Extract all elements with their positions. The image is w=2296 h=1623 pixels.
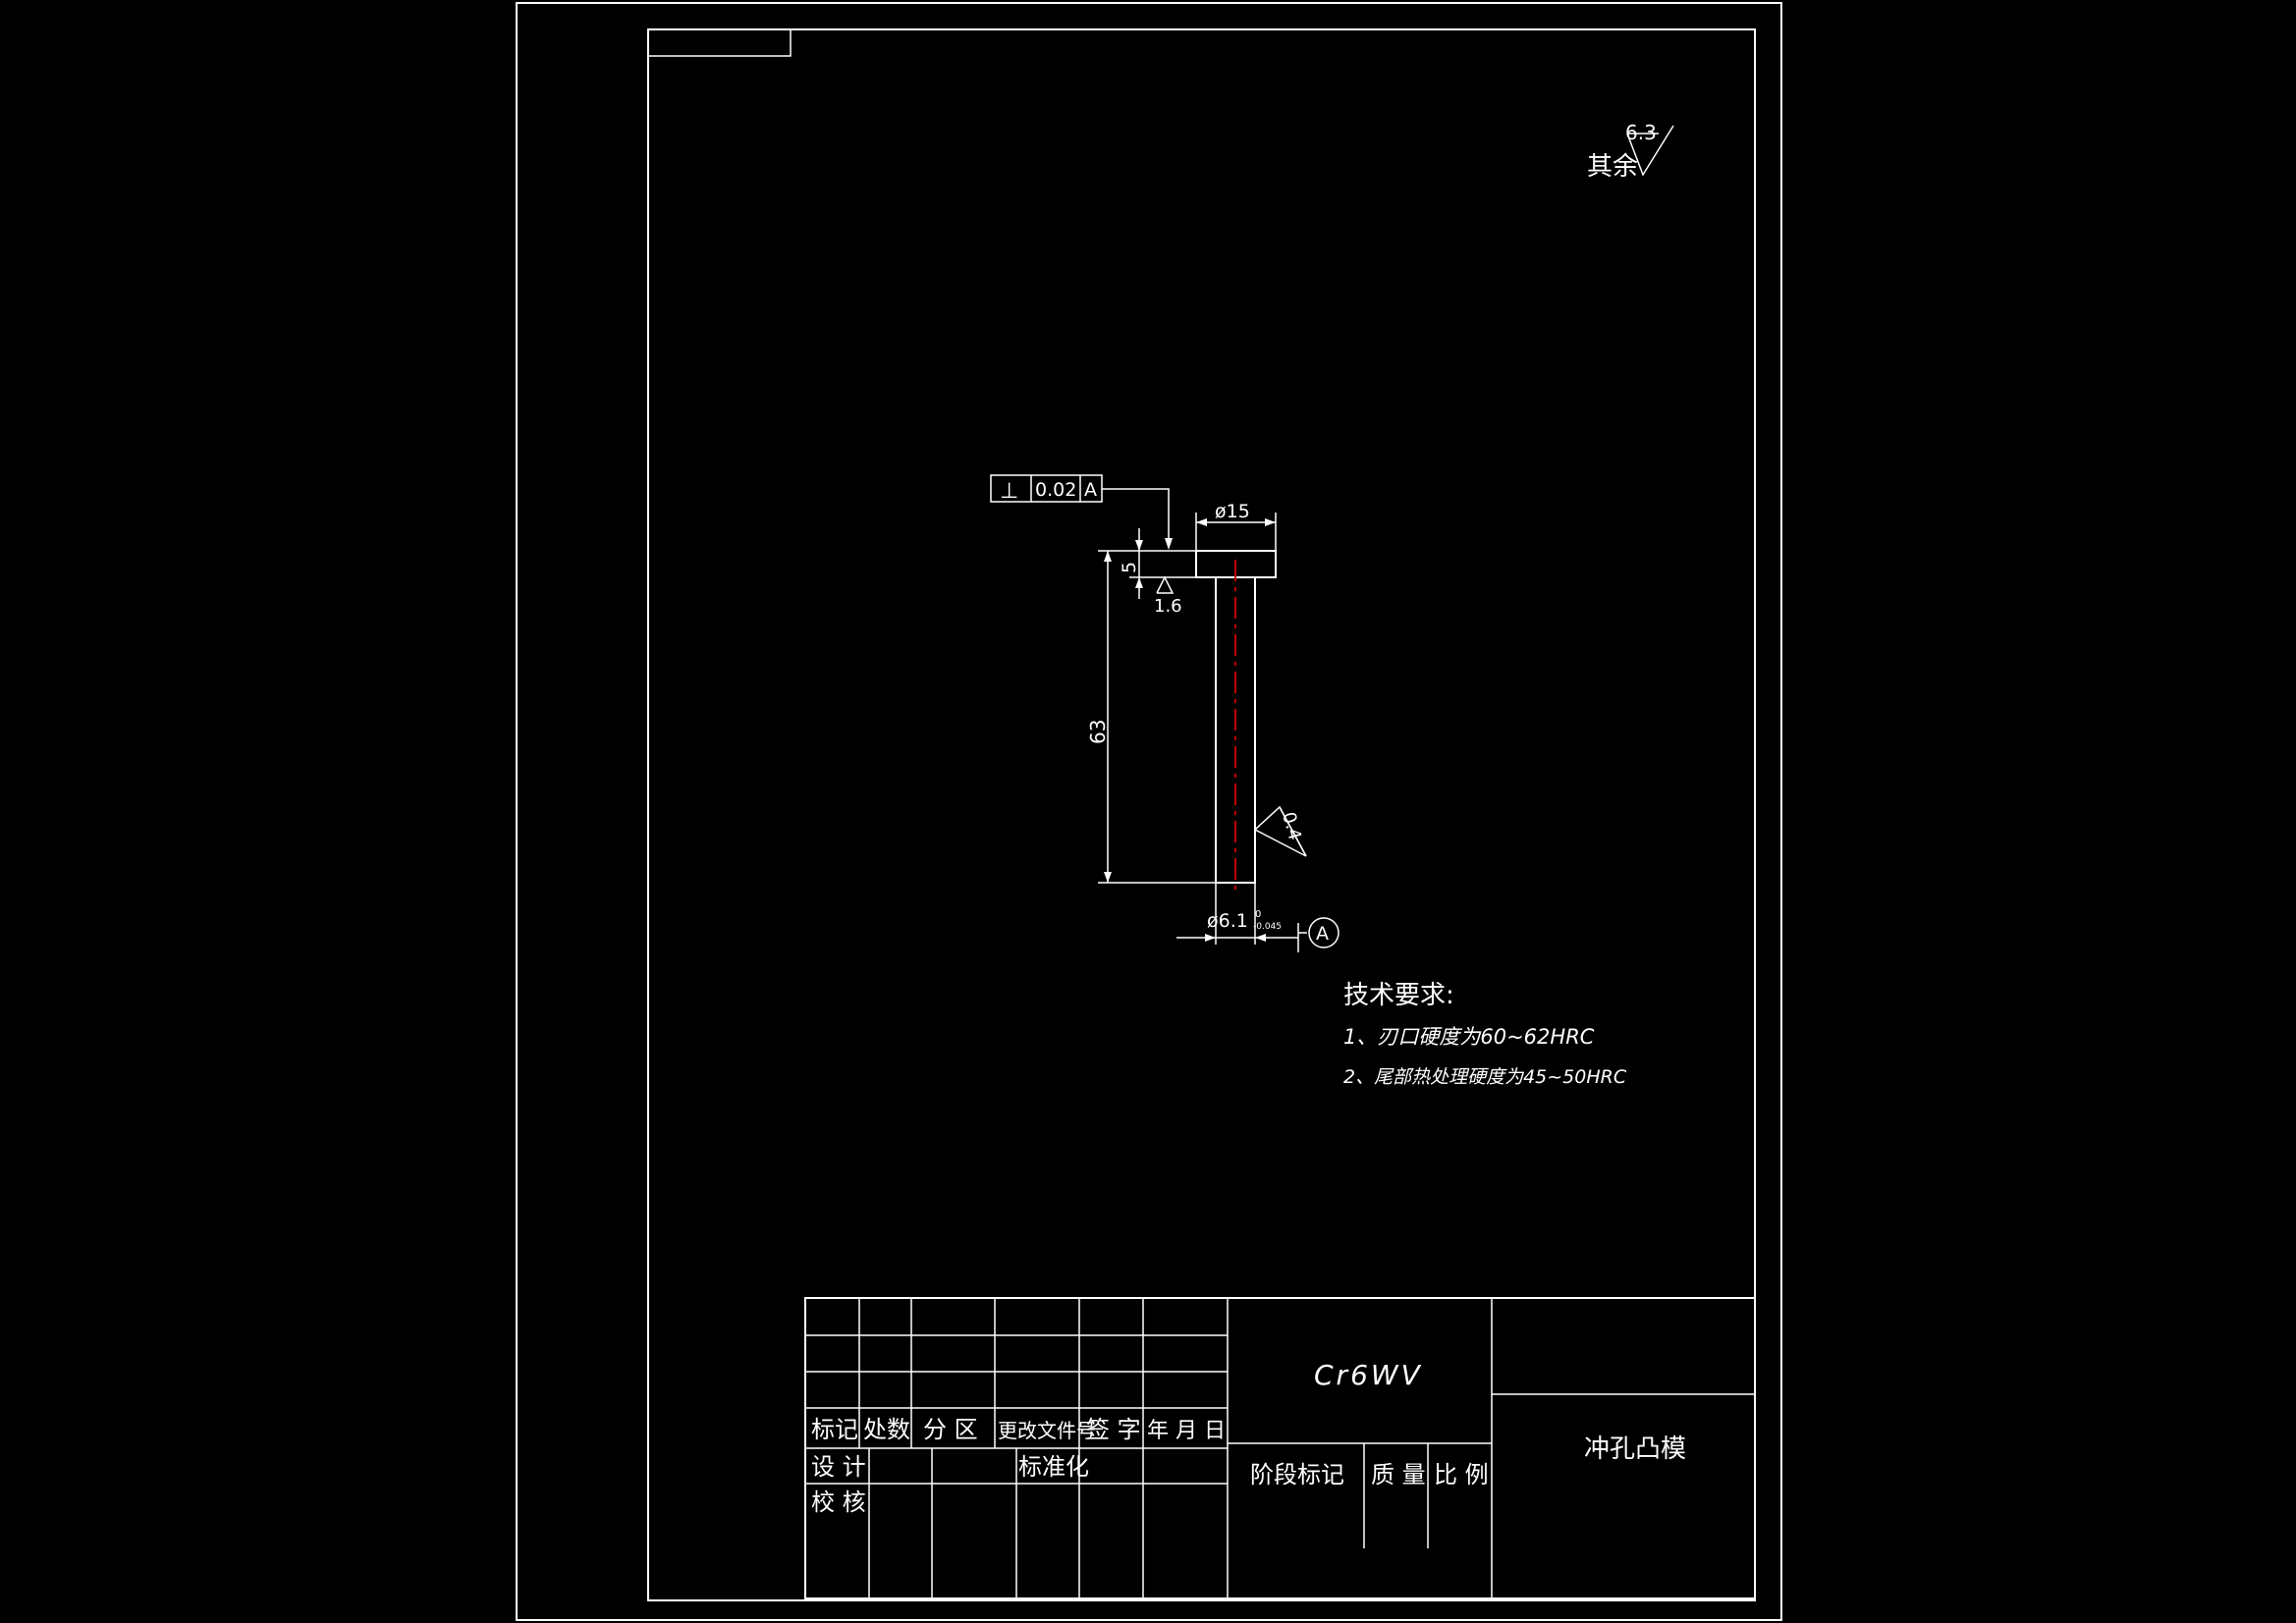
perpendicularity-frame: ⊥ 0.02 A <box>990 474 1173 550</box>
shaft-diameter-dimension: ø6.1 0 -0.045 A <box>1176 883 1339 952</box>
title-block: 标记 处数 分 区 更改文件号 签 字 年 月 日 设 计 校 核 标准化 Cr… <box>804 1297 1756 1599</box>
shaft-tolerance-upper: 0 <box>1255 909 1261 920</box>
technical-requirements: 技术要求: 1、刃口硬度为60~62HRC 2、尾部热处理硬度为45~50HRC <box>1343 981 1627 1088</box>
shaft-diameter-text: ø6.1 <box>1207 910 1248 932</box>
total-length-text: 63 <box>1086 720 1110 744</box>
tech-requirement-2: 2、尾部热处理硬度为45~50HRC <box>1343 1066 1627 1088</box>
standardization-label: 标准化 <box>1018 1453 1089 1481</box>
tech-requirements-title: 技术要求: <box>1343 981 1454 1010</box>
general-roughness-label: 其余 <box>1587 152 1638 182</box>
general-roughness-value: 6.3 <box>1625 121 1657 144</box>
sheet-border <box>516 2 1782 1621</box>
head-diameter-dimension: ø15 <box>1195 501 1277 551</box>
rev-header-zone: 分 区 <box>923 1416 978 1443</box>
rev-header-mark: 标记 <box>811 1416 858 1443</box>
part-name-text: 冲孔凸模 <box>1584 1434 1686 1464</box>
shaft-tolerance-lower: -0.045 <box>1253 922 1282 932</box>
rev-header-date: 年 月 日 <box>1147 1419 1226 1443</box>
rev-header-sign: 签 字 <box>1086 1416 1141 1443</box>
tech-requirement-1: 1、刃口硬度为60~62HRC <box>1343 1025 1595 1049</box>
datum-a-label: A <box>1316 923 1329 945</box>
scale-label: 比 例 <box>1434 1461 1489 1488</box>
head-roughness-value: 1.6 <box>1154 596 1182 617</box>
total-length-dimension: 63 <box>1086 551 1216 884</box>
punch-part <box>1195 550 1277 890</box>
head-height-dimension: 5 <box>1098 528 1196 599</box>
head-diameter-text: ø15 <box>1215 501 1250 522</box>
head-height-text: 5 <box>1119 562 1140 573</box>
design-label: 设 计 <box>811 1453 866 1481</box>
check-label: 校 核 <box>811 1488 866 1516</box>
mass-label: 质 量 <box>1371 1461 1426 1488</box>
tolerance-value: 0.02 <box>1035 479 1076 501</box>
head-roughness-symbol: 1.6 <box>1154 575 1182 617</box>
general-roughness-symbol: 其余 6.3 <box>1587 121 1674 182</box>
rev-header-doc: 更改文件号 <box>998 1419 1096 1442</box>
material-text: Cr6WV <box>1314 1359 1423 1391</box>
tolerance-datum: A <box>1084 479 1097 501</box>
stage-mark-label: 阶段标记 <box>1250 1461 1344 1488</box>
rev-header-count: 处数 <box>863 1416 910 1443</box>
tolerance-symbol: ⊥ <box>1000 479 1018 504</box>
